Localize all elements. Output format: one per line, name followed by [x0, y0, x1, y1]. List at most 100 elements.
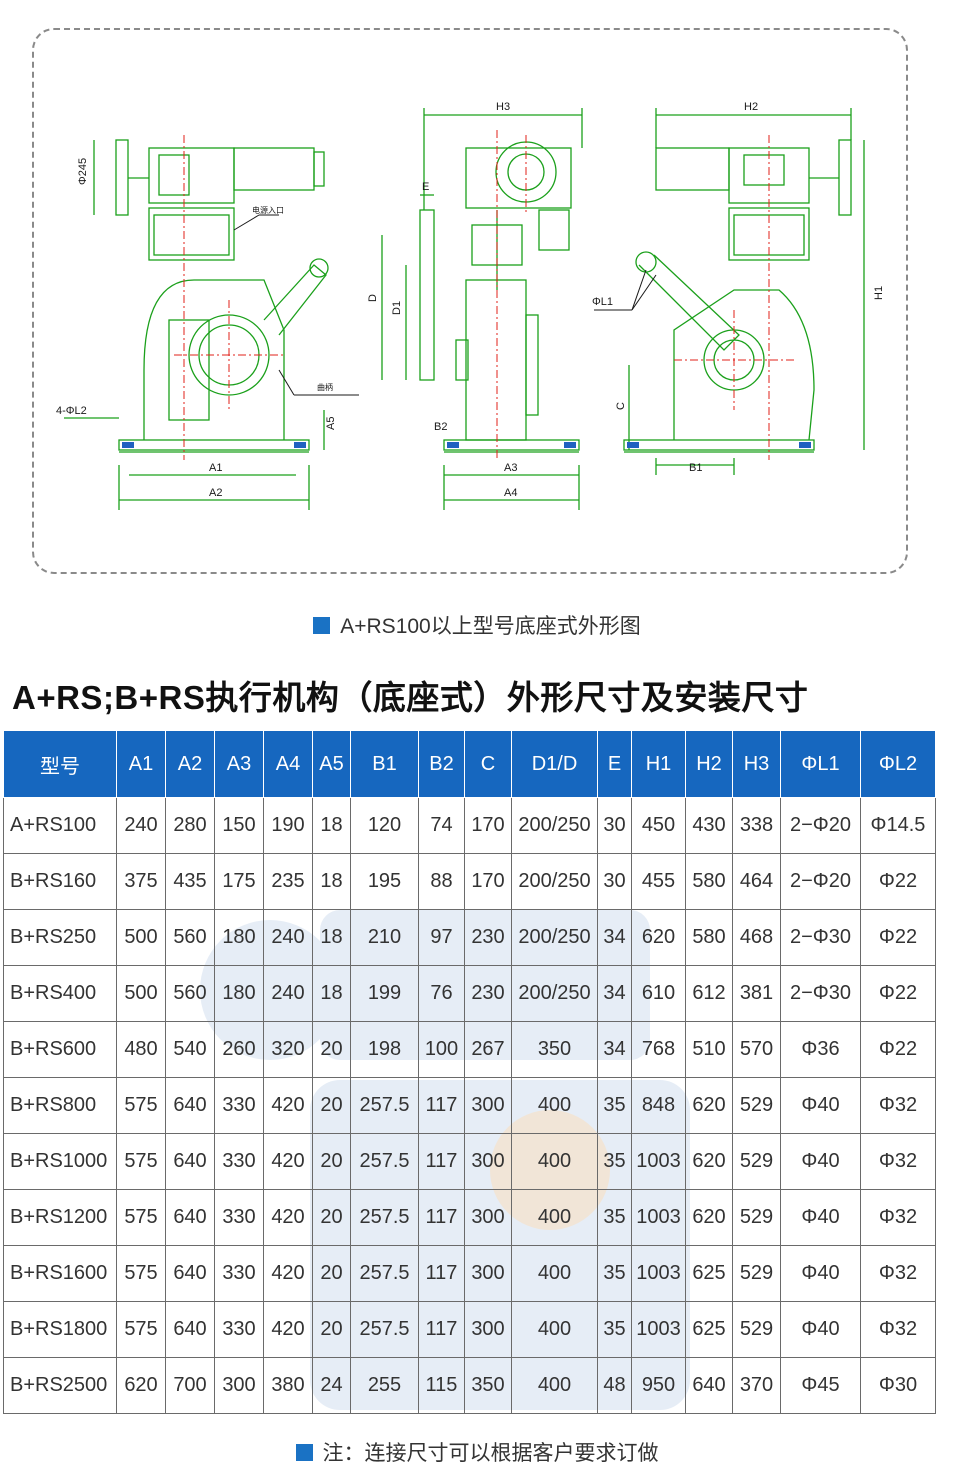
- footnote-text: 注：连接尺寸可以根据客户要求订做: [322, 1442, 659, 1465]
- value-cell: 380: [263, 1357, 313, 1414]
- value-cell: 230: [464, 909, 512, 966]
- value-cell: 529: [732, 1301, 781, 1358]
- column-header: B2: [418, 730, 465, 798]
- value-cell: 240: [263, 965, 313, 1022]
- value-cell: 529: [732, 1077, 781, 1134]
- value-cell: 500: [116, 909, 166, 966]
- column-header: H1: [631, 730, 686, 798]
- value-cell: 480: [116, 1021, 166, 1078]
- value-cell: 180: [214, 909, 264, 966]
- value-cell: 1003: [631, 1245, 686, 1302]
- value-cell: 170: [464, 853, 512, 910]
- value-cell: 35: [597, 1133, 632, 1190]
- value-cell: 34: [597, 1021, 632, 1078]
- value-cell: 435: [165, 853, 215, 910]
- value-cell: 330: [214, 1189, 264, 1246]
- value-cell: 260: [214, 1021, 264, 1078]
- value-cell: 300: [464, 1189, 512, 1246]
- caption-top-text: A+RS100以上型号底座式外形图: [340, 615, 641, 638]
- value-cell: Φ40: [780, 1301, 861, 1358]
- value-cell: 257.5: [350, 1077, 419, 1134]
- value-cell: Φ45: [780, 1357, 861, 1414]
- footnote-square-icon: [295, 1444, 313, 1461]
- drawing-labels: Φ245 电源入口 曲柄 4-ΦL2 A5 A1 A2 H3 E D D1 B2…: [56, 101, 885, 499]
- value-cell: 300: [464, 1301, 512, 1358]
- value-cell: 190: [263, 797, 313, 854]
- value-cell: 280: [165, 797, 215, 854]
- value-cell: 180: [214, 965, 264, 1022]
- label-power-inlet: 电源入口: [252, 205, 284, 215]
- value-cell: 330: [214, 1133, 264, 1190]
- column-header: A2: [165, 730, 215, 798]
- column-header: A3: [214, 730, 264, 798]
- model-cell: B+RS800: [3, 1077, 117, 1134]
- drawing-frame: Φ245 电源入口 曲柄 4-ΦL2 A5 A1 A2 H3 E D D1 B2…: [32, 28, 908, 574]
- column-header: E: [597, 730, 632, 798]
- value-cell: 381: [732, 965, 781, 1022]
- value-cell: 375: [116, 853, 166, 910]
- value-cell: 18: [312, 909, 351, 966]
- value-cell: 20: [312, 1245, 351, 1302]
- dimension-drawing: Φ245 电源入口 曲柄 4-ΦL2 A5 A1 A2 H3 E D D1 B2…: [56, 101, 885, 510]
- value-cell: 115: [418, 1357, 465, 1414]
- value-cell: 2−Φ20: [780, 797, 861, 854]
- value-cell: 24: [312, 1357, 351, 1414]
- value-cell: 117: [418, 1245, 465, 1302]
- footnote: 注：连接尺寸可以根据客户要求订做: [0, 1437, 954, 1467]
- value-cell: 255: [350, 1357, 419, 1414]
- column-header: B1: [350, 730, 419, 798]
- model-cell: B+RS2500: [3, 1357, 117, 1414]
- value-cell: 620: [116, 1357, 166, 1414]
- column-header: A4: [263, 730, 313, 798]
- value-cell: 468: [732, 909, 781, 966]
- value-cell: 400: [511, 1245, 598, 1302]
- value-cell: 330: [214, 1301, 264, 1358]
- value-cell: Φ22: [860, 853, 936, 910]
- value-cell: 640: [165, 1245, 215, 1302]
- value-cell: Φ32: [860, 1301, 936, 1358]
- column-header: A1: [116, 730, 166, 798]
- value-cell: 97: [418, 909, 465, 966]
- value-cell: 640: [165, 1189, 215, 1246]
- value-cell: 18: [312, 797, 351, 854]
- value-cell: Φ36: [780, 1021, 861, 1078]
- value-cell: 560: [165, 909, 215, 966]
- value-cell: 420: [263, 1077, 313, 1134]
- value-cell: 540: [165, 1021, 215, 1078]
- value-cell: 199: [350, 965, 419, 1022]
- value-cell: 420: [263, 1133, 313, 1190]
- value-cell: 370: [732, 1357, 781, 1414]
- value-cell: 2−Φ30: [780, 909, 861, 966]
- value-cell: 575: [116, 1077, 166, 1134]
- model-cell: B+RS160: [3, 853, 117, 910]
- value-cell: 20: [312, 1189, 351, 1246]
- label-a2: A2: [209, 487, 222, 499]
- value-cell: 100: [418, 1021, 465, 1078]
- value-cell: 700: [165, 1357, 215, 1414]
- value-cell: 18: [312, 965, 351, 1022]
- value-cell: 848: [631, 1077, 686, 1134]
- label-d1: D1: [391, 301, 403, 315]
- caption-square-icon: [313, 617, 331, 634]
- label-c: C: [615, 402, 627, 410]
- value-cell: 455: [631, 853, 686, 910]
- value-cell: 300: [464, 1077, 512, 1134]
- value-cell: 20: [312, 1021, 351, 1078]
- label-b1: B1: [689, 462, 702, 474]
- value-cell: 257.5: [350, 1301, 419, 1358]
- label-d: D: [367, 294, 379, 302]
- value-cell: 2−Φ30: [780, 965, 861, 1022]
- value-cell: Φ40: [780, 1245, 861, 1302]
- value-cell: Φ22: [860, 1021, 936, 1078]
- column-header: D1/D: [511, 730, 598, 798]
- label-h3: H3: [496, 101, 510, 113]
- value-cell: 580: [685, 853, 733, 910]
- value-cell: 74: [418, 797, 465, 854]
- value-cell: 300: [214, 1357, 264, 1414]
- value-cell: Φ32: [860, 1245, 936, 1302]
